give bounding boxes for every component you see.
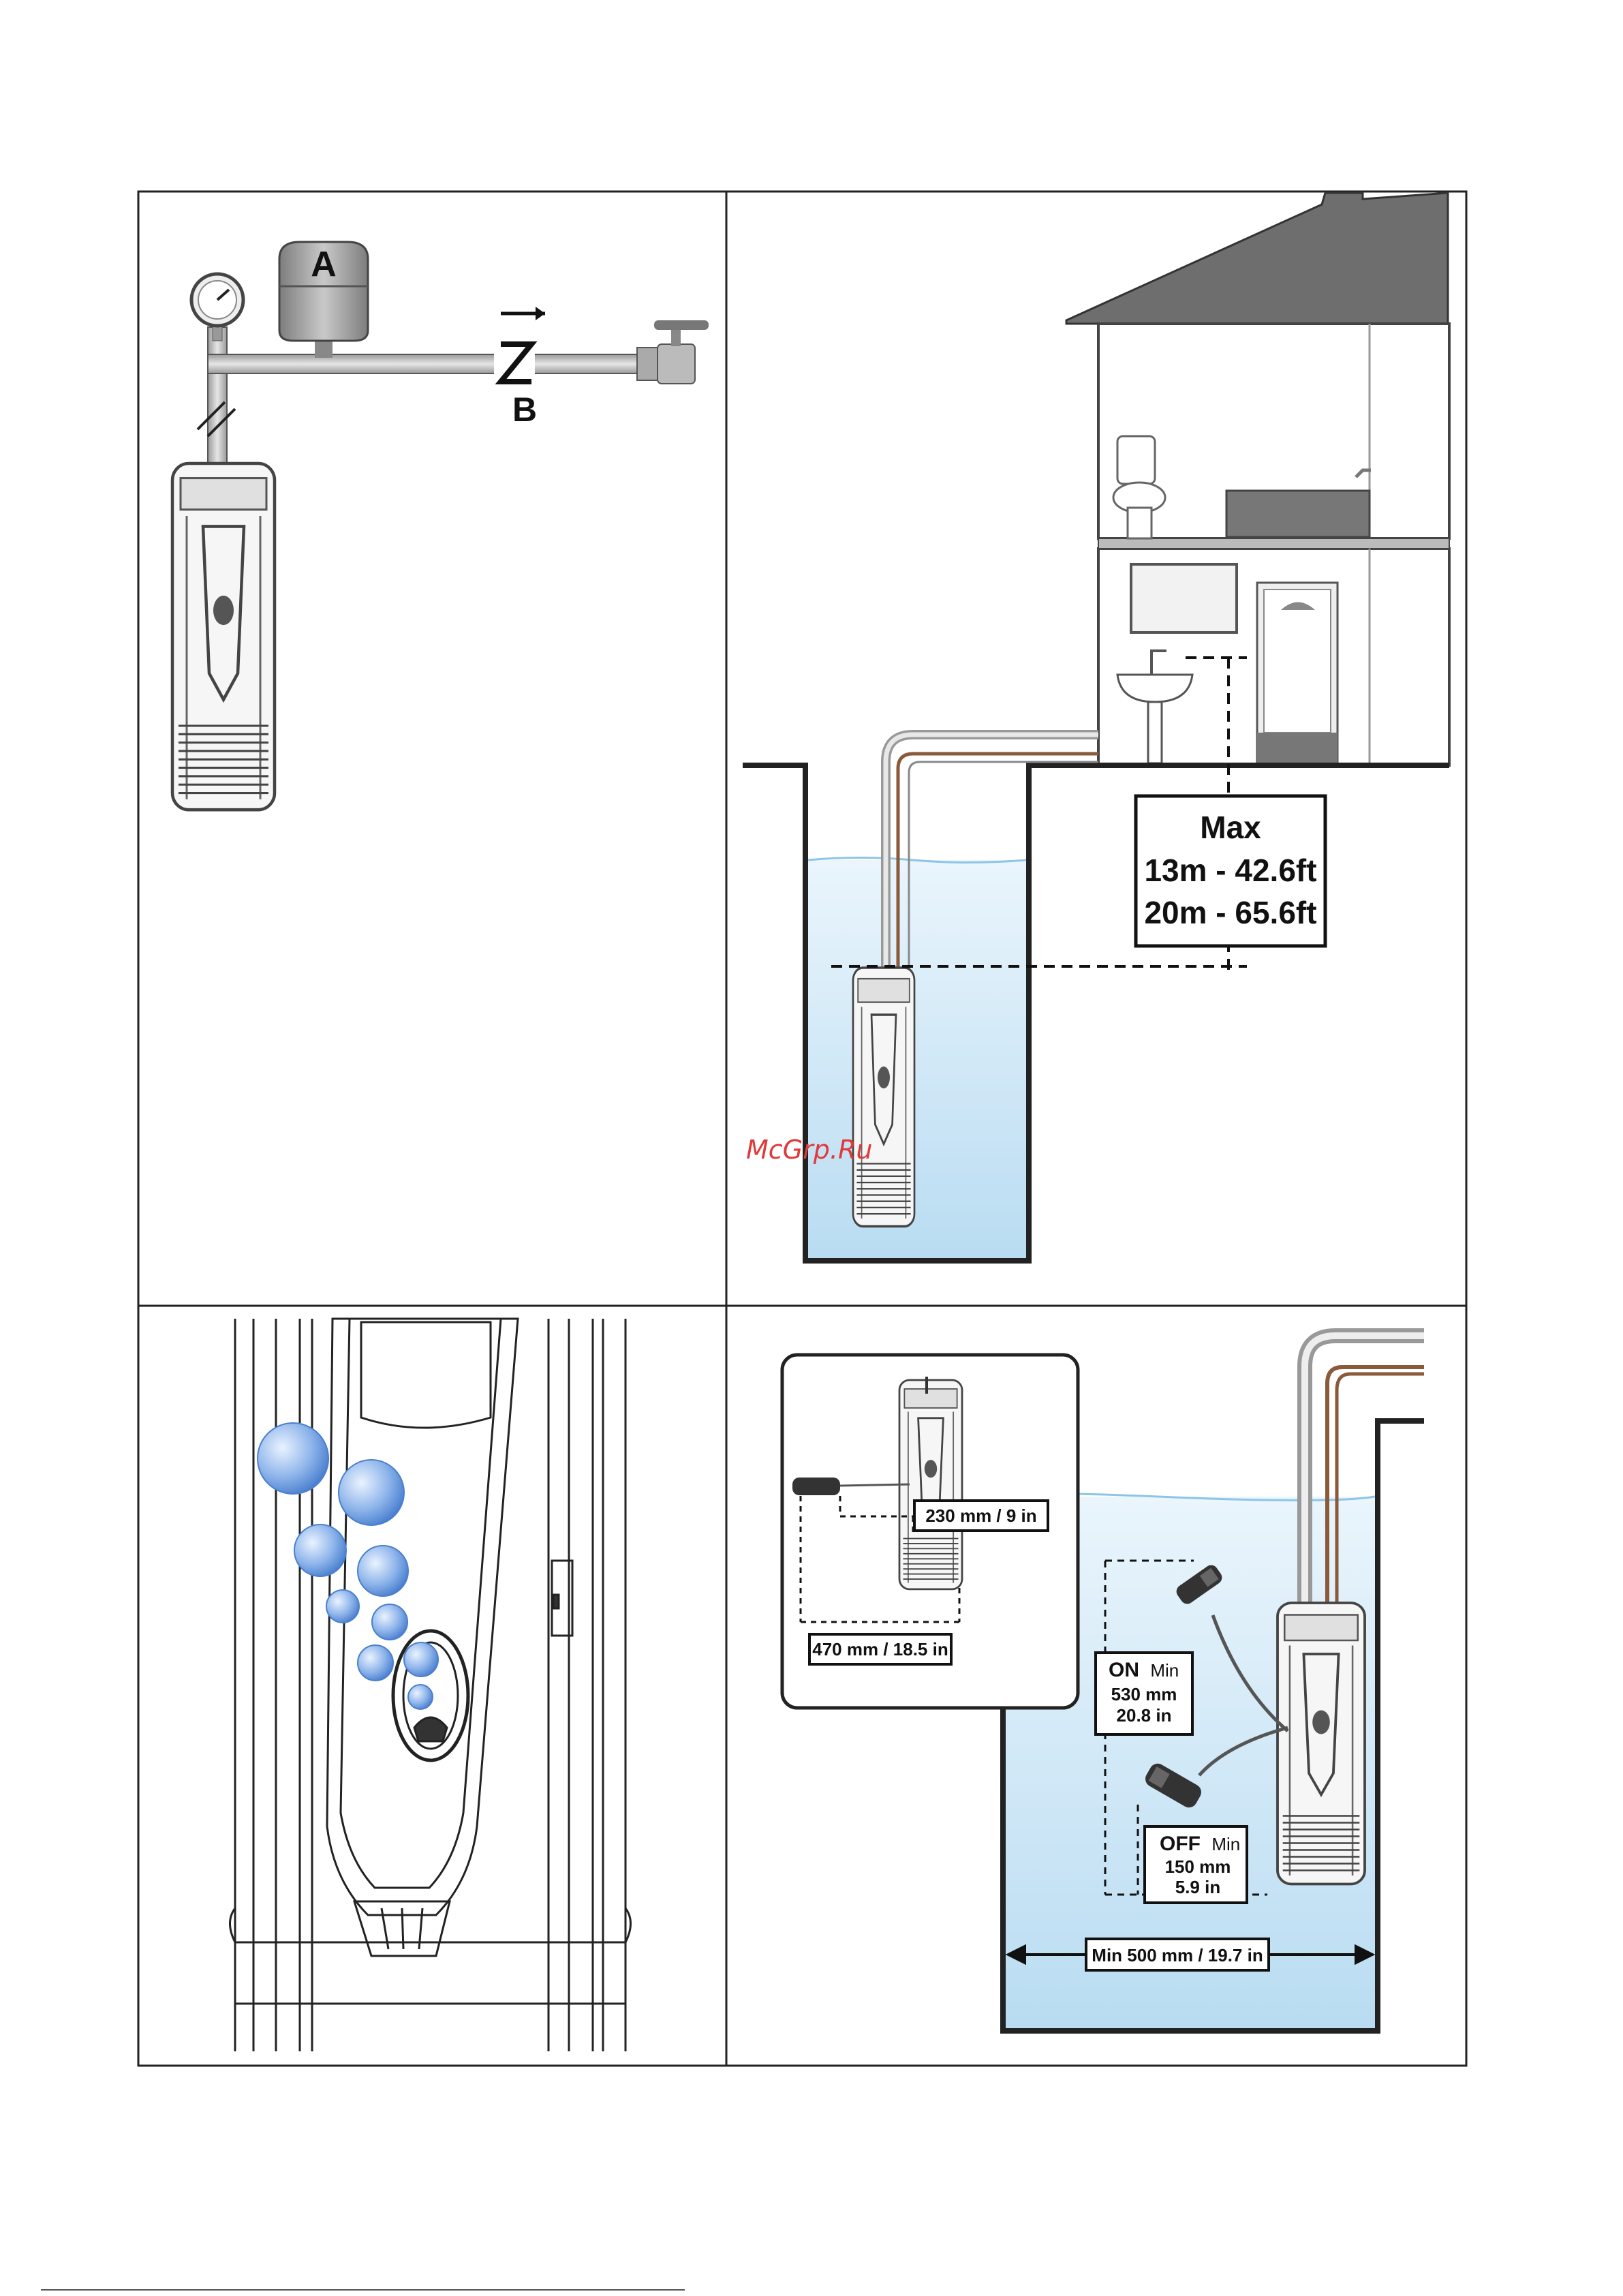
off-in: 5.9 in [1175, 1877, 1220, 1897]
on-mm: 530 mm [1111, 1684, 1177, 1704]
mirror-icon [1131, 564, 1237, 632]
off-min-label: Min [1211, 1834, 1240, 1854]
pump-in-well [853, 968, 914, 1227]
bubble-icon [408, 1685, 433, 1709]
horizontal-pipe [208, 354, 658, 373]
ball-valve-icon [637, 320, 709, 384]
on-in: 20.8 in [1117, 1705, 1172, 1726]
on-min-label: Min [1150, 1660, 1179, 1681]
well-water [808, 860, 1026, 1258]
depth-box-line1: 13m - 42.6ft [1144, 853, 1316, 888]
bubble-icon [358, 1645, 393, 1681]
pump-illustration [172, 463, 275, 810]
bubble-icon [326, 1590, 359, 1623]
bubble-icon [339, 1460, 404, 1525]
vertical-pipe [208, 327, 227, 470]
width-label: Min 500 mm / 19.7 in [1092, 1945, 1263, 1965]
inset-dim-short: 230 mm / 9 in [925, 1505, 1036, 1526]
bubble-icon [372, 1604, 407, 1640]
bathtub-icon [1226, 491, 1370, 537]
panel-installation-pipework: A B [172, 242, 709, 810]
bubble-icon [294, 1525, 346, 1576]
off-label: OFF [1160, 1833, 1201, 1855]
inset-dim-long: 470 mm / 18.5 in [812, 1639, 948, 1659]
panel-well-depth: Max 13m - 42.6ft 20m - 65.6ft McGrp.Ru [743, 193, 1449, 1261]
bubble-icon [258, 1423, 328, 1494]
off-mm: 150 mm [1165, 1856, 1231, 1877]
valve-label: B [512, 391, 537, 429]
svg-text:ON Min: ON Min [1109, 1659, 1179, 1681]
svg-text:OFF Min: OFF Min [1160, 1833, 1240, 1855]
pump-in-sump [1278, 1603, 1365, 1884]
pressure-gauge-icon [191, 274, 243, 341]
shower-icon [1257, 583, 1338, 765]
bubble-icon [404, 1642, 438, 1677]
depth-box-line2: 20m - 65.6ft [1144, 895, 1316, 930]
roof [1066, 193, 1448, 324]
depth-box-title: Max [1200, 810, 1261, 845]
on-label: ON [1109, 1659, 1139, 1681]
tank-label: A [311, 245, 337, 284]
bubble-icon [358, 1546, 408, 1596]
panel-float-switch: ON Min 530 mm 20.8 in OFF Min 150 mm 5.9… [782, 1336, 1424, 2031]
watermark: McGrp.Ru [746, 1135, 872, 1165]
